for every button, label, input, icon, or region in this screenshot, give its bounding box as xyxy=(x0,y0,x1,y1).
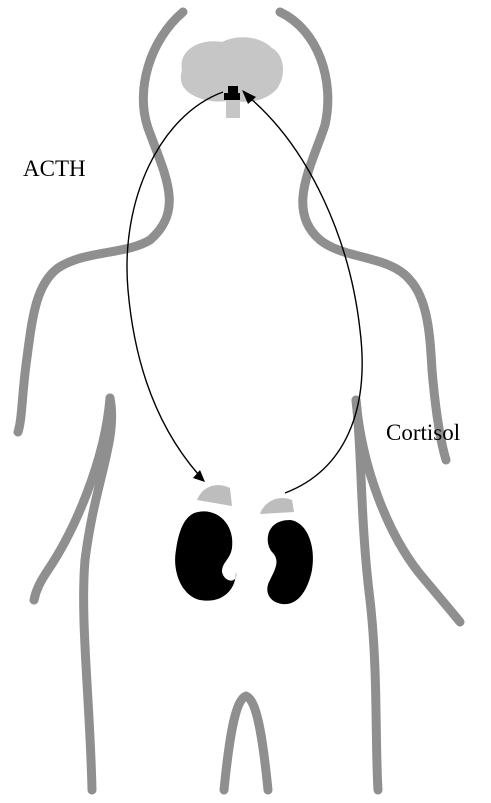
body-outline-right xyxy=(280,12,446,460)
body-outline-legs xyxy=(224,696,268,790)
body-outline-left xyxy=(18,12,183,432)
body-outline xyxy=(18,12,460,790)
cortisol-label: Cortisol xyxy=(386,420,460,445)
kidney-left xyxy=(175,511,236,600)
acth-label: ACTH xyxy=(23,156,86,181)
adrenal-gland-left xyxy=(197,485,232,506)
kidney-right xyxy=(267,520,313,604)
acth-arrowhead xyxy=(193,470,205,482)
adrenal-gland-right xyxy=(260,498,294,514)
cortisol-arrow xyxy=(250,98,362,493)
acth-arrow xyxy=(127,92,223,474)
